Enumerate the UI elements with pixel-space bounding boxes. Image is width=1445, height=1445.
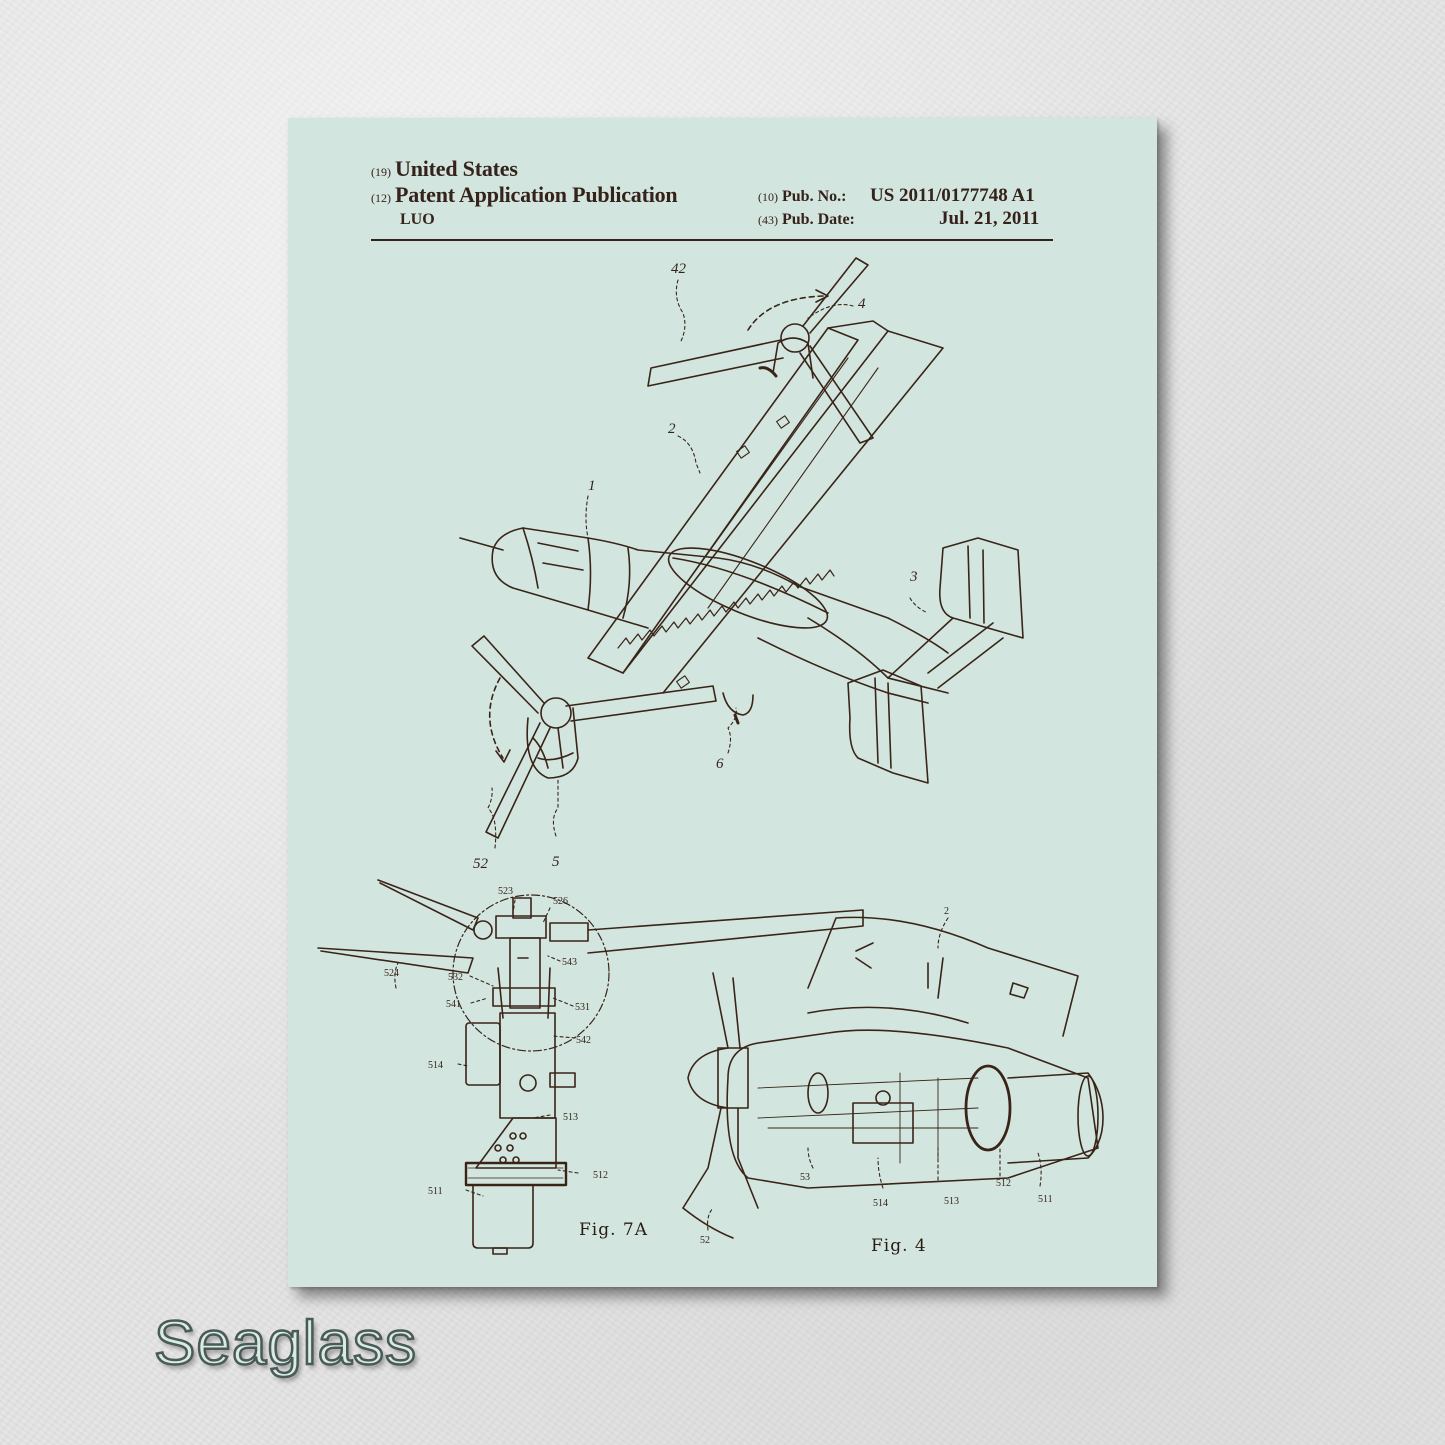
ref-524: 524 (384, 968, 399, 979)
pub-date-line: (43) Pub. Date: (758, 211, 855, 229)
ref-532: 532 (448, 972, 463, 983)
ref-52-fig4: 52 (700, 1235, 710, 1246)
color-variant-label: Seaglass (153, 1308, 418, 1380)
patent-drawings: 42 4 2 1 3 6 52 5 523 526 524 543 532 54… (317, 257, 1104, 1255)
ref-42: 42 (671, 261, 687, 277)
main-figure-labels: 42 4 2 1 3 6 52 5 (473, 261, 918, 872)
ref-512: 512 (593, 1170, 608, 1181)
ref-53: 53 (800, 1172, 810, 1183)
pub-number-line: (10) Pub. No.: (758, 188, 846, 206)
publication-type: Patent Application Publication (395, 182, 678, 207)
pub-date: Jul. 21, 2011 (939, 208, 1040, 229)
ref-2-fig4: 2 (944, 906, 949, 917)
ref-513: 513 (563, 1112, 578, 1123)
pub-no-label: Pub. No.: (782, 188, 847, 205)
ref-531: 531 (575, 1002, 590, 1013)
ref-523: 523 (498, 886, 513, 897)
ref-513-fig4: 513 (944, 1196, 959, 1207)
aircraft-drawing (459, 257, 1024, 839)
ref-3: 3 (909, 569, 918, 585)
inventor-name: LUO (400, 211, 435, 228)
ref-2: 2 (668, 421, 676, 437)
ref-5: 5 (552, 854, 560, 870)
country-code: (19) (371, 165, 391, 179)
fig-4-labels: 2 53 514 513 512 511 52 (700, 906, 1053, 1246)
pub-date-label: Pub. Date: (782, 211, 855, 228)
fig-7a-caption: Fig. 7A (579, 1220, 649, 1240)
ref-511-fig4: 511 (1038, 1194, 1053, 1205)
patent-print: (19) United States (12) Patent Application… (288, 118, 1157, 1287)
fig-7a-labels: 523 526 524 543 532 541 531 542 514 513 … (384, 886, 608, 1197)
ref-512-fig4: 512 (996, 1178, 1011, 1189)
fig-4-drawing (682, 916, 1104, 1239)
pub-no-code: (10) (758, 190, 778, 204)
pub-number: US 2011/0177748 A1 (870, 185, 1035, 206)
ref-526: 526 (553, 896, 568, 907)
fig-7a-drawing (317, 879, 864, 1255)
ref-514-fig4: 514 (873, 1198, 888, 1209)
ref-511: 511 (428, 1186, 443, 1197)
header-rule (371, 239, 1053, 241)
ref-543: 543 (562, 957, 577, 968)
ref-541: 541 (446, 999, 461, 1010)
ref-542: 542 (576, 1035, 591, 1046)
leader-lines (394, 279, 1042, 1231)
ref-1: 1 (588, 478, 596, 494)
country-name: United States (395, 156, 518, 181)
type-code: (12) (371, 191, 391, 205)
ref-514: 514 (428, 1060, 443, 1071)
country-line: (19) United States (371, 156, 518, 182)
type-line: (12) Patent Application Publication (371, 182, 678, 208)
fig-4-caption: Fig. 4 (871, 1236, 927, 1256)
ref-4: 4 (858, 296, 866, 312)
ref-6: 6 (716, 756, 724, 772)
pub-date-code: (43) (758, 213, 778, 227)
ref-52: 52 (473, 856, 489, 872)
